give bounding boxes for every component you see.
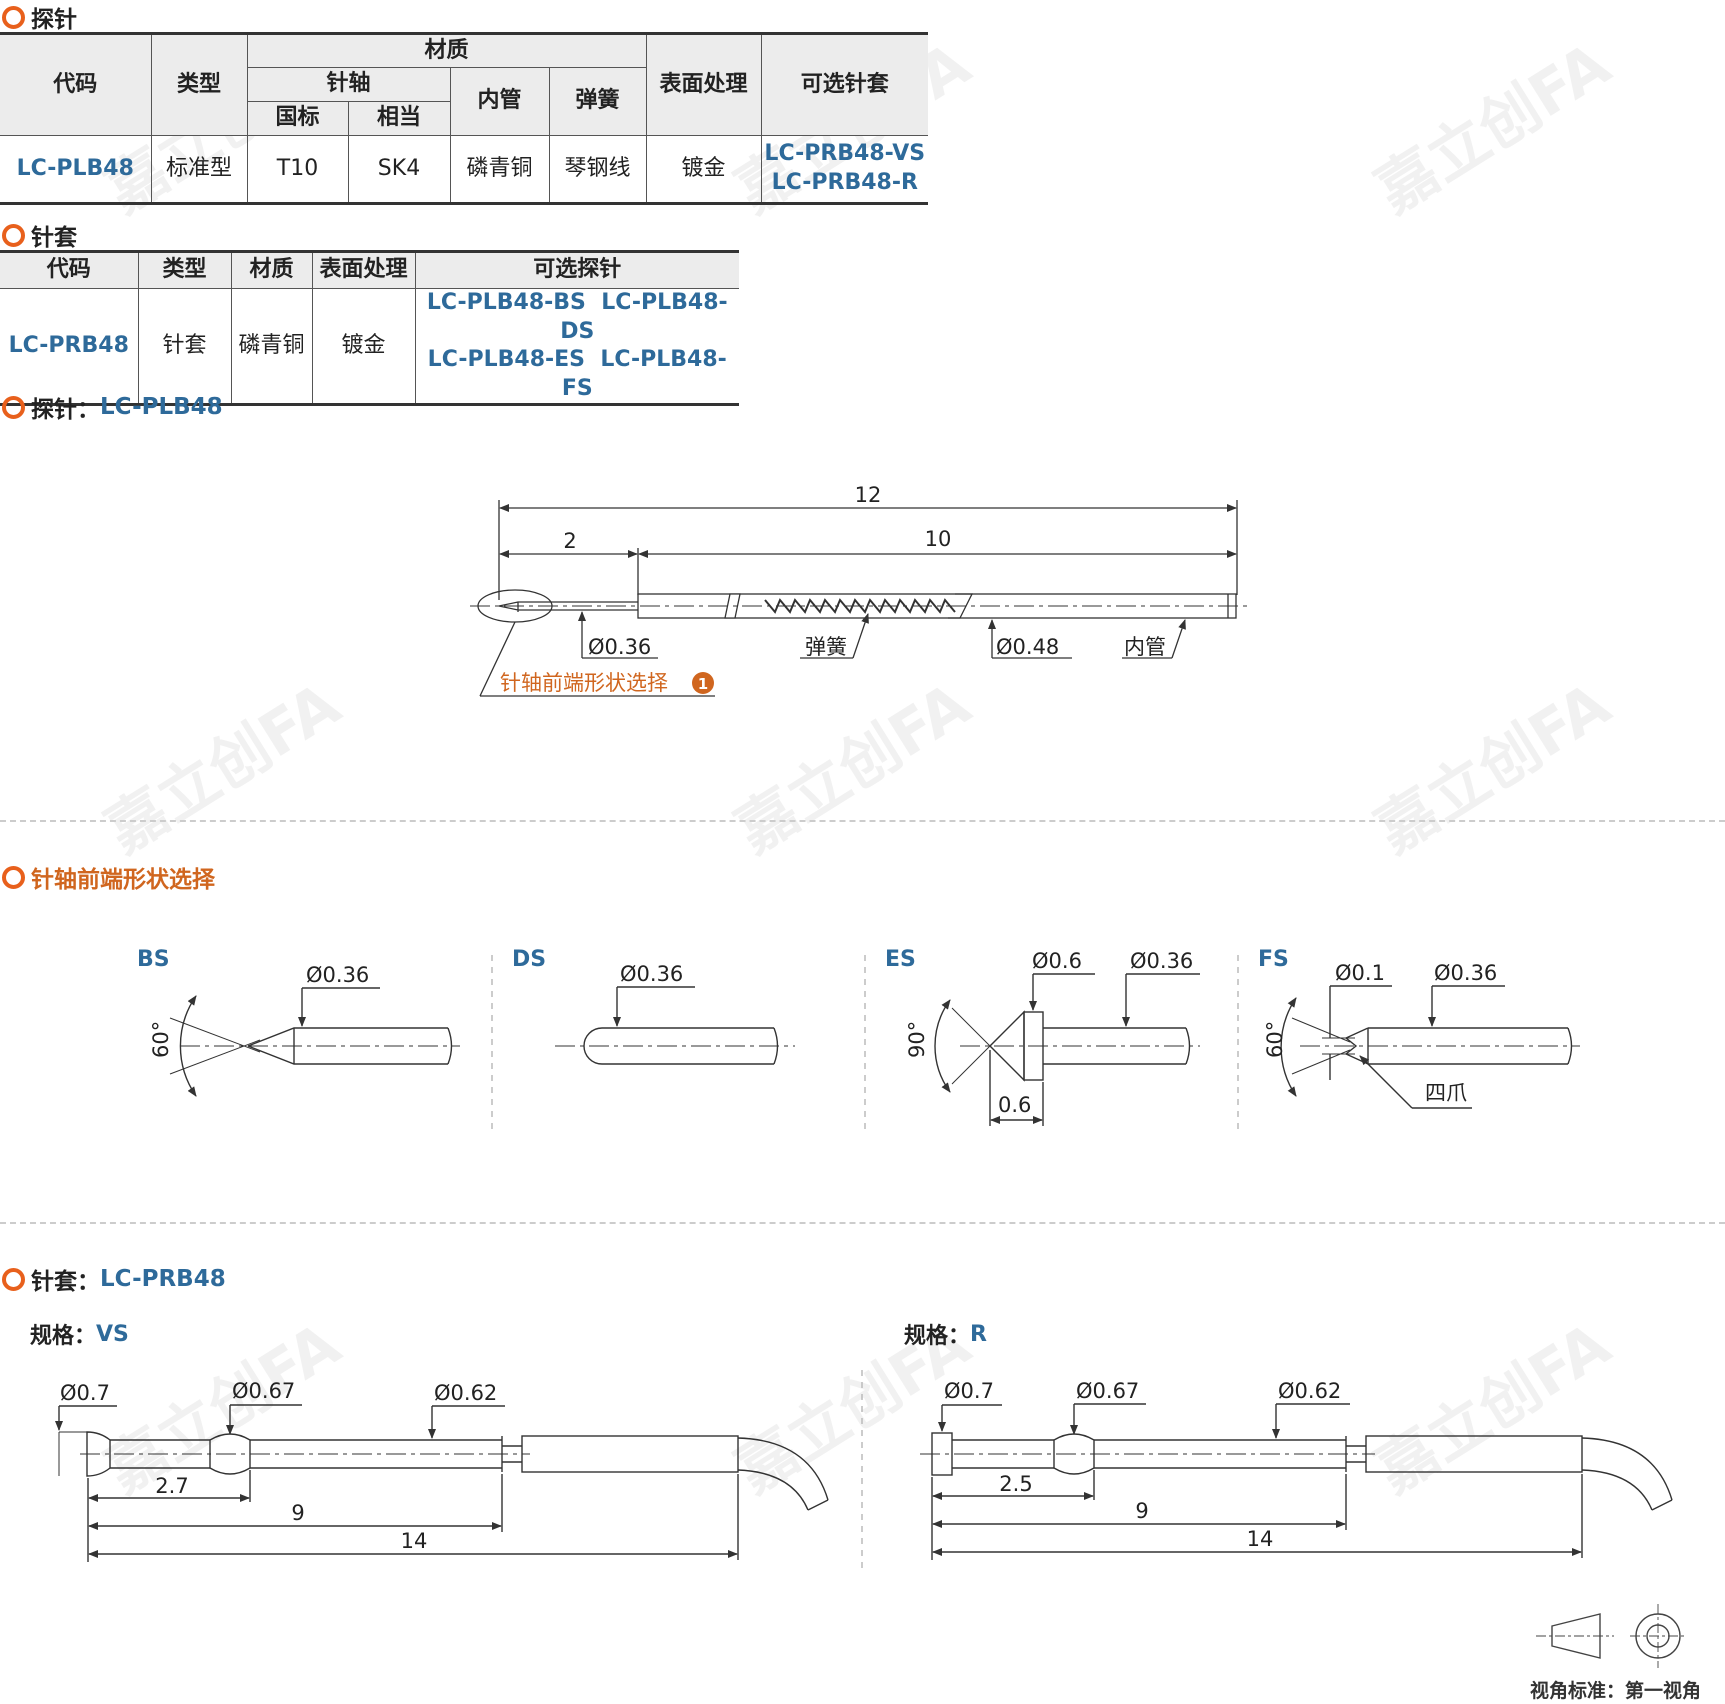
probe-gb-cell: T10	[246, 135, 349, 205]
es-dia2: Ø0.36	[1130, 949, 1193, 973]
bs-label: BS	[137, 947, 170, 972]
dim-total: 12	[855, 483, 882, 507]
probe-opt-1: LC-PLB48-BS	[426, 290, 586, 315]
header-material: 材质	[230, 250, 313, 289]
spring-label: 弹簧	[805, 635, 847, 659]
probe-opt-3: LC-PLB48-ES	[427, 347, 586, 373]
sleeve-opt-2: LC-PRB48-R	[771, 170, 918, 195]
header-surface: 表面处理	[311, 250, 416, 289]
header-type: 类型	[137, 250, 232, 289]
r-l2: 9	[1135, 1499, 1148, 1523]
probe-drawing: 12 2 10 Ø0.36 弹簧 Ø0.48 内管 针轴前端形状选择 1	[470, 483, 1250, 697]
vs-d3: Ø0.62	[434, 1381, 497, 1405]
dim-tip: 2	[563, 529, 576, 553]
vs-l2: 9	[291, 1501, 304, 1525]
callout-number-badge	[692, 672, 714, 694]
sleeve-probe-opt-cell: LC-PLB48-BS LC-PLB48-DS LC-PLB48-ES LC-P…	[414, 287, 739, 407]
probe-type-cell: 标准型	[150, 135, 248, 205]
r-d2: Ø0.67	[1076, 1379, 1139, 1403]
callout-number: 1	[698, 675, 708, 693]
r-d1: Ø0.7	[944, 1379, 994, 1403]
probe-opt-2: LC-PLB48-DS	[560, 290, 728, 344]
vs-l1: 2.7	[155, 1474, 188, 1498]
probe-inner-tube-cell: 磷青铜	[449, 135, 550, 205]
es-angle: 90°	[905, 1021, 929, 1058]
header-gb: 国标	[247, 101, 349, 136]
header-probe-opt: 可选探针	[414, 250, 739, 289]
circle-bullet-icon	[2, 1267, 25, 1291]
sleeve-type-cell: 针套	[137, 287, 232, 407]
header-material: 材质	[246, 32, 647, 68]
probe-drawing-title: 探针：LC-PLB48	[2, 390, 223, 424]
dim-body: 10	[925, 527, 952, 551]
header-code: 代码	[0, 32, 152, 136]
sleeve-drawing: Ø0.7 Ø0.67 Ø0.62 2.7 9 14 Ø0.7 Ø0.67 Ø0.…	[55, 1370, 1673, 1570]
sleeve-opt-1: LC-PRB48-VS	[764, 141, 926, 167]
probe-equiv-cell: SK4	[347, 135, 451, 205]
sleeve-section-title: 针套	[2, 218, 77, 252]
ds-label: DS	[512, 947, 546, 972]
circle-bullet-icon	[2, 5, 25, 29]
spec-r-title: 规格：R	[904, 1321, 987, 1350]
vs-d1: Ø0.7	[60, 1381, 110, 1405]
sleeve-code-cell: LC-PRB48	[0, 287, 139, 407]
fs-angle: 60°	[1263, 1021, 1287, 1058]
tip-shapes-drawing: BS Ø0.36 60° DS Ø0.36 ES Ø0.6 Ø0.36 90° …	[137, 947, 1580, 1130]
r-l3: 14	[1247, 1527, 1274, 1551]
header-spring: 弹簧	[548, 67, 646, 136]
es-len: 0.6	[998, 1093, 1031, 1117]
tip-callout: 针轴前端形状选择	[500, 671, 668, 695]
fs-label: FS	[1258, 947, 1289, 972]
probe-surface-cell: 镀金	[645, 135, 762, 205]
header-code: 代码	[0, 250, 139, 289]
dia-tube: Ø0.48	[996, 635, 1059, 659]
section-divider	[0, 1222, 1725, 1224]
sleeve-spec-table: 代码 类型 材质 表面处理 可选探针 LC-PRB48 针套 磷青铜 镀金 LC…	[0, 250, 739, 407]
bs-dia: Ø0.36	[306, 963, 369, 987]
header-shaft: 针轴	[247, 67, 451, 102]
probe-section-title: 探针	[2, 0, 77, 34]
first-angle-projection-icon	[1536, 1604, 1686, 1668]
circle-bullet-icon	[2, 865, 25, 889]
es-label: ES	[885, 947, 916, 972]
fs-claw: 四爪	[1425, 1081, 1467, 1105]
header-surface: 表面处理	[645, 32, 762, 136]
circle-bullet-icon	[2, 395, 25, 419]
bs-angle: 60°	[149, 1021, 173, 1058]
spec-vs-title: 规格：VS	[30, 1321, 129, 1350]
fs-dia2: Ø0.36	[1434, 961, 1497, 985]
vs-d2: Ø0.67	[232, 1379, 295, 1403]
es-dia1: Ø0.6	[1032, 949, 1082, 973]
header-equiv: 相当	[347, 101, 450, 136]
vs-l3: 14	[401, 1529, 428, 1553]
tube-label: 内管	[1124, 635, 1166, 659]
tip-section-title: 针轴前端形状选择	[2, 860, 215, 894]
projection-label: 视角标准：第一视角	[1530, 1680, 1702, 1702]
r-d3: Ø0.62	[1278, 1379, 1341, 1403]
probe-code-cell: LC-PLB48	[0, 135, 152, 205]
circle-bullet-icon	[2, 223, 25, 247]
header-sleeve-opt: 可选针套	[760, 32, 928, 136]
header-type: 类型	[150, 32, 248, 136]
probe-spring-cell: 琴钢线	[548, 135, 647, 205]
probe-opt-4: LC-PLB48-FS	[561, 347, 727, 401]
header-inner-tube: 内管	[449, 67, 550, 136]
watermark-brand: 嘉立创FA	[1364, 29, 1623, 227]
r-l1: 2.5	[999, 1472, 1032, 1496]
dia-shaft: Ø0.36	[588, 635, 651, 659]
sleeve-surface-cell: 镀金	[311, 287, 416, 407]
fs-dia1: Ø0.1	[1335, 961, 1385, 985]
sleeve-drawing-title: 针套：LC-PRB48	[2, 1262, 226, 1296]
probe-spec-table: 代码 类型 材质 表面处理 可选针套 针轴 内管 弹簧 国标 相当 LC-PLB…	[0, 32, 928, 205]
sleeve-material-cell: 磷青铜	[230, 287, 313, 407]
probe-sleeve-opt-cell: LC-PRB48-VS LC-PRB48-R	[760, 135, 928, 205]
ds-dia: Ø0.36	[620, 962, 683, 986]
section-divider	[0, 820, 1725, 822]
